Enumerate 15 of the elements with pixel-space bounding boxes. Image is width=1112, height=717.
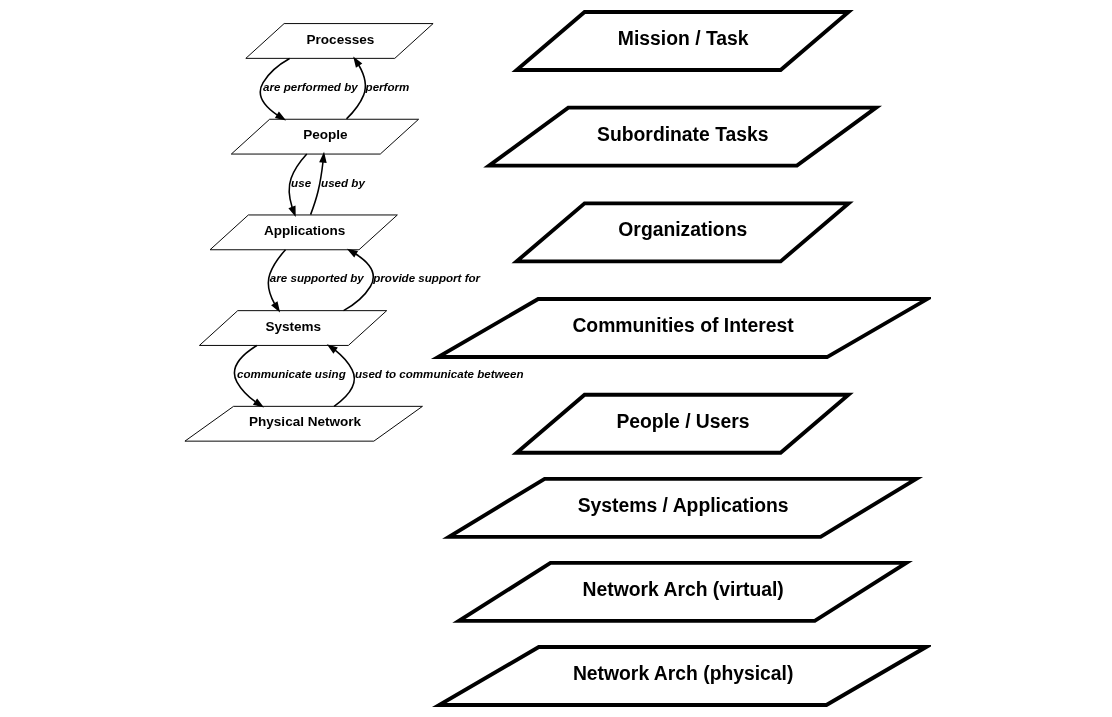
edge-label: used by [321,176,365,189]
arrow [309,151,327,216]
edge-label: used to communicate between [354,367,524,380]
edge-label: use [291,176,312,189]
edge-label: provide support for [373,272,481,285]
arrow [326,344,355,408]
edge-label: are performed by [263,80,358,93]
arrow [345,56,367,120]
edge-label: communicate using [237,367,346,380]
edge-label: are supported by [269,272,364,285]
arrow [233,344,265,408]
arrow [342,248,375,312]
arrow [288,153,308,218]
arrow [259,57,291,121]
arrow [267,249,287,313]
